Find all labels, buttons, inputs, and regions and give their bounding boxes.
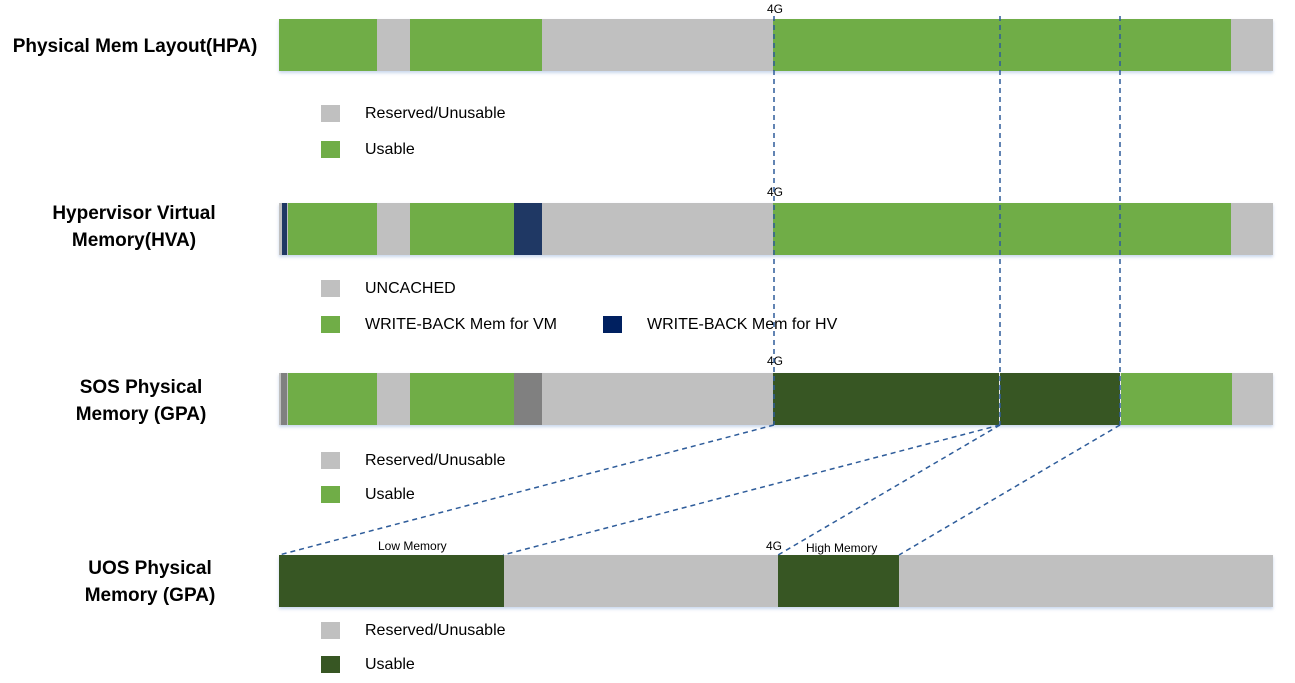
uos-legend-usable-label: Usable	[365, 656, 415, 673]
hpa-row-title: Physical Mem Layout(HPA)	[0, 33, 270, 60]
sos-usable-low-2	[410, 373, 514, 425]
map-low-end-line	[502, 424, 1001, 556]
hpa-4g-marker: 4G	[767, 2, 784, 16]
sos-usable-low-1	[288, 373, 377, 425]
hva-title-line1: Hypervisor Virtual	[52, 203, 216, 224]
sos-title-line1: SOS Physical	[79, 377, 203, 398]
uos-4g-marker: 4G	[766, 539, 783, 553]
hva-legend-vm-writeback-label: WRITE-BACK Mem for VM	[365, 316, 558, 333]
hpa-usable-high	[773, 19, 1231, 71]
hpa-usable-low-2	[410, 19, 542, 71]
hva-hv-writeback-1	[282, 203, 287, 255]
sos-title-line2: Memory (GPA)	[75, 404, 207, 425]
uos-memory-bar	[279, 555, 1273, 607]
sos-legend-reserved-label: Reserved/Unusable	[365, 452, 506, 469]
gray-swatch	[321, 452, 340, 469]
hva-legend-hv-writeback-label: WRITE-BACK Mem for HV	[647, 316, 838, 333]
sos-memory-bar	[279, 373, 1273, 425]
hva-vm-writeback-low-1	[288, 203, 377, 255]
sos-reserved-block-1	[281, 373, 287, 425]
sos-legend-usable-label: Usable	[365, 486, 415, 503]
uos-row-title: UOS Physical Memory (GPA)	[0, 555, 300, 609]
uos-high-memory-label: High Memory	[806, 541, 878, 555]
hva-vm-writeback-high	[773, 203, 1231, 255]
hpa-usable-low-1	[279, 19, 377, 71]
hpa-memory-bar	[279, 19, 1273, 71]
hva-memory-bar	[279, 203, 1273, 255]
gray-swatch	[321, 280, 340, 297]
hpa-title-line1: Physical Mem Layout(HPA)	[12, 36, 258, 57]
hva-vm-writeback-low-2	[410, 203, 514, 255]
gray-swatch	[321, 105, 340, 122]
hpa-legend-reserved-label: Reserved/Unusable	[365, 105, 506, 122]
green-swatch	[321, 486, 340, 503]
sos-usable-high	[1120, 373, 1232, 425]
hva-hv-writeback-2	[514, 203, 542, 255]
uos-low-memory	[279, 555, 504, 607]
hva-legend-uncached-label: UNCACHED	[365, 280, 456, 297]
map-high-end-line	[898, 424, 1121, 556]
hva-title-line2: Memory(HVA)	[71, 230, 197, 251]
uos-high-memory	[778, 555, 899, 607]
sos-4g-marker: 4G	[767, 354, 784, 368]
sos-reserved-block-2	[514, 373, 542, 425]
green-swatch	[321, 141, 340, 158]
navy-swatch	[603, 316, 622, 333]
sos-uos-mapped-1	[773, 373, 999, 425]
uos-legend-reserved-label: Reserved/Unusable	[365, 622, 506, 639]
sos-row-title: SOS Physical Memory (GPA)	[0, 374, 282, 428]
dark-green-swatch	[321, 656, 340, 673]
map-low-start-line	[278, 424, 775, 556]
green-swatch	[321, 316, 340, 333]
uos-title-line2: Memory (GPA)	[84, 585, 216, 606]
hva-4g-marker: 4G	[767, 185, 784, 199]
sos-uos-mapped-2	[999, 373, 1121, 425]
hpa-legend-usable-label: Usable	[365, 141, 415, 158]
hva-row-title: Hypervisor Virtual Memory(HVA)	[0, 200, 268, 254]
map-high-start-line	[777, 424, 1001, 556]
gray-swatch	[321, 622, 340, 639]
uos-low-memory-label: Low Memory	[378, 539, 447, 553]
uos-title-line1: UOS Physical	[88, 558, 212, 579]
